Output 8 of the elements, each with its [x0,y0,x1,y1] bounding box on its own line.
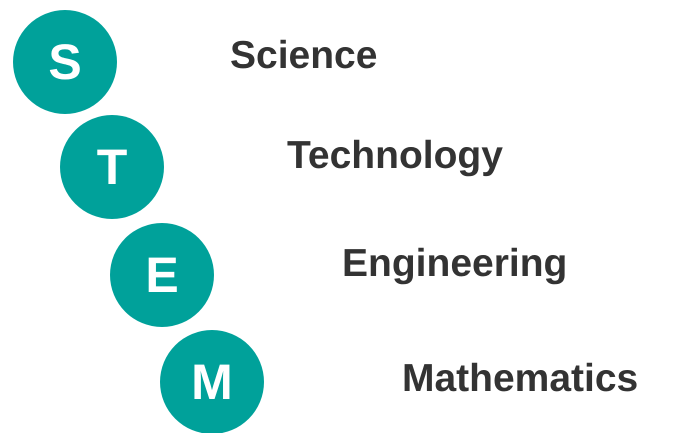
letter-circle: E [110,223,214,327]
letter-circle: T [60,115,164,219]
subject-label: Mathematics [402,358,638,401]
letter-circle: S [13,10,117,114]
subject-label: Science [230,35,378,78]
subject-label: Engineering [342,243,568,286]
letter-circle: M [160,330,264,433]
subject-label: Technology [287,135,503,178]
